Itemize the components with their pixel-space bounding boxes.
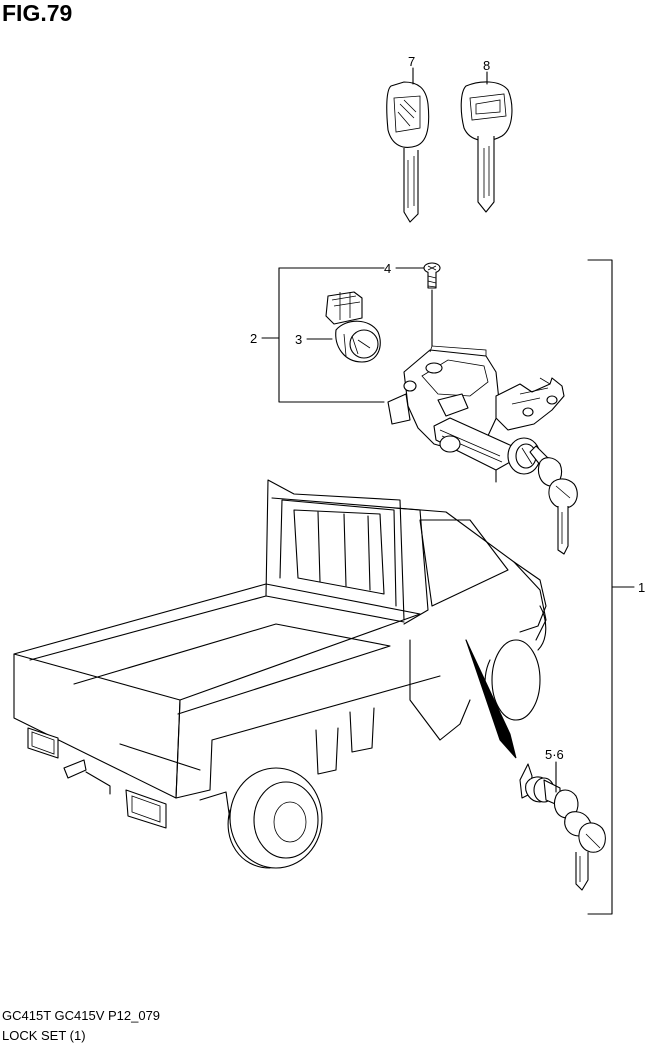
callout-7: 7 [408,54,415,69]
key-7-drawing [386,81,430,223]
callout-4: 4 [384,261,391,276]
pickup-truck-drawing [13,479,547,869]
callout-2: 2 [250,331,257,346]
ignition-switch-drawing [387,345,578,555]
footer-model-code: GC415T GC415V P12_079 [2,1008,161,1023]
key-8-drawing [460,81,513,213]
figure-title: FIG.79 [2,0,73,26]
callout-3: 3 [295,332,302,347]
screw-4-drawing [423,262,441,289]
callout-8: 8 [483,58,490,73]
footer-caption: LOCK SET (1) [2,1028,86,1043]
callout-5-6: 5·6 [545,747,564,762]
door-lock-5-6-drawing [519,761,606,891]
callout-1: 1 [638,580,645,595]
lock-cylinder-3-drawing [325,291,381,363]
